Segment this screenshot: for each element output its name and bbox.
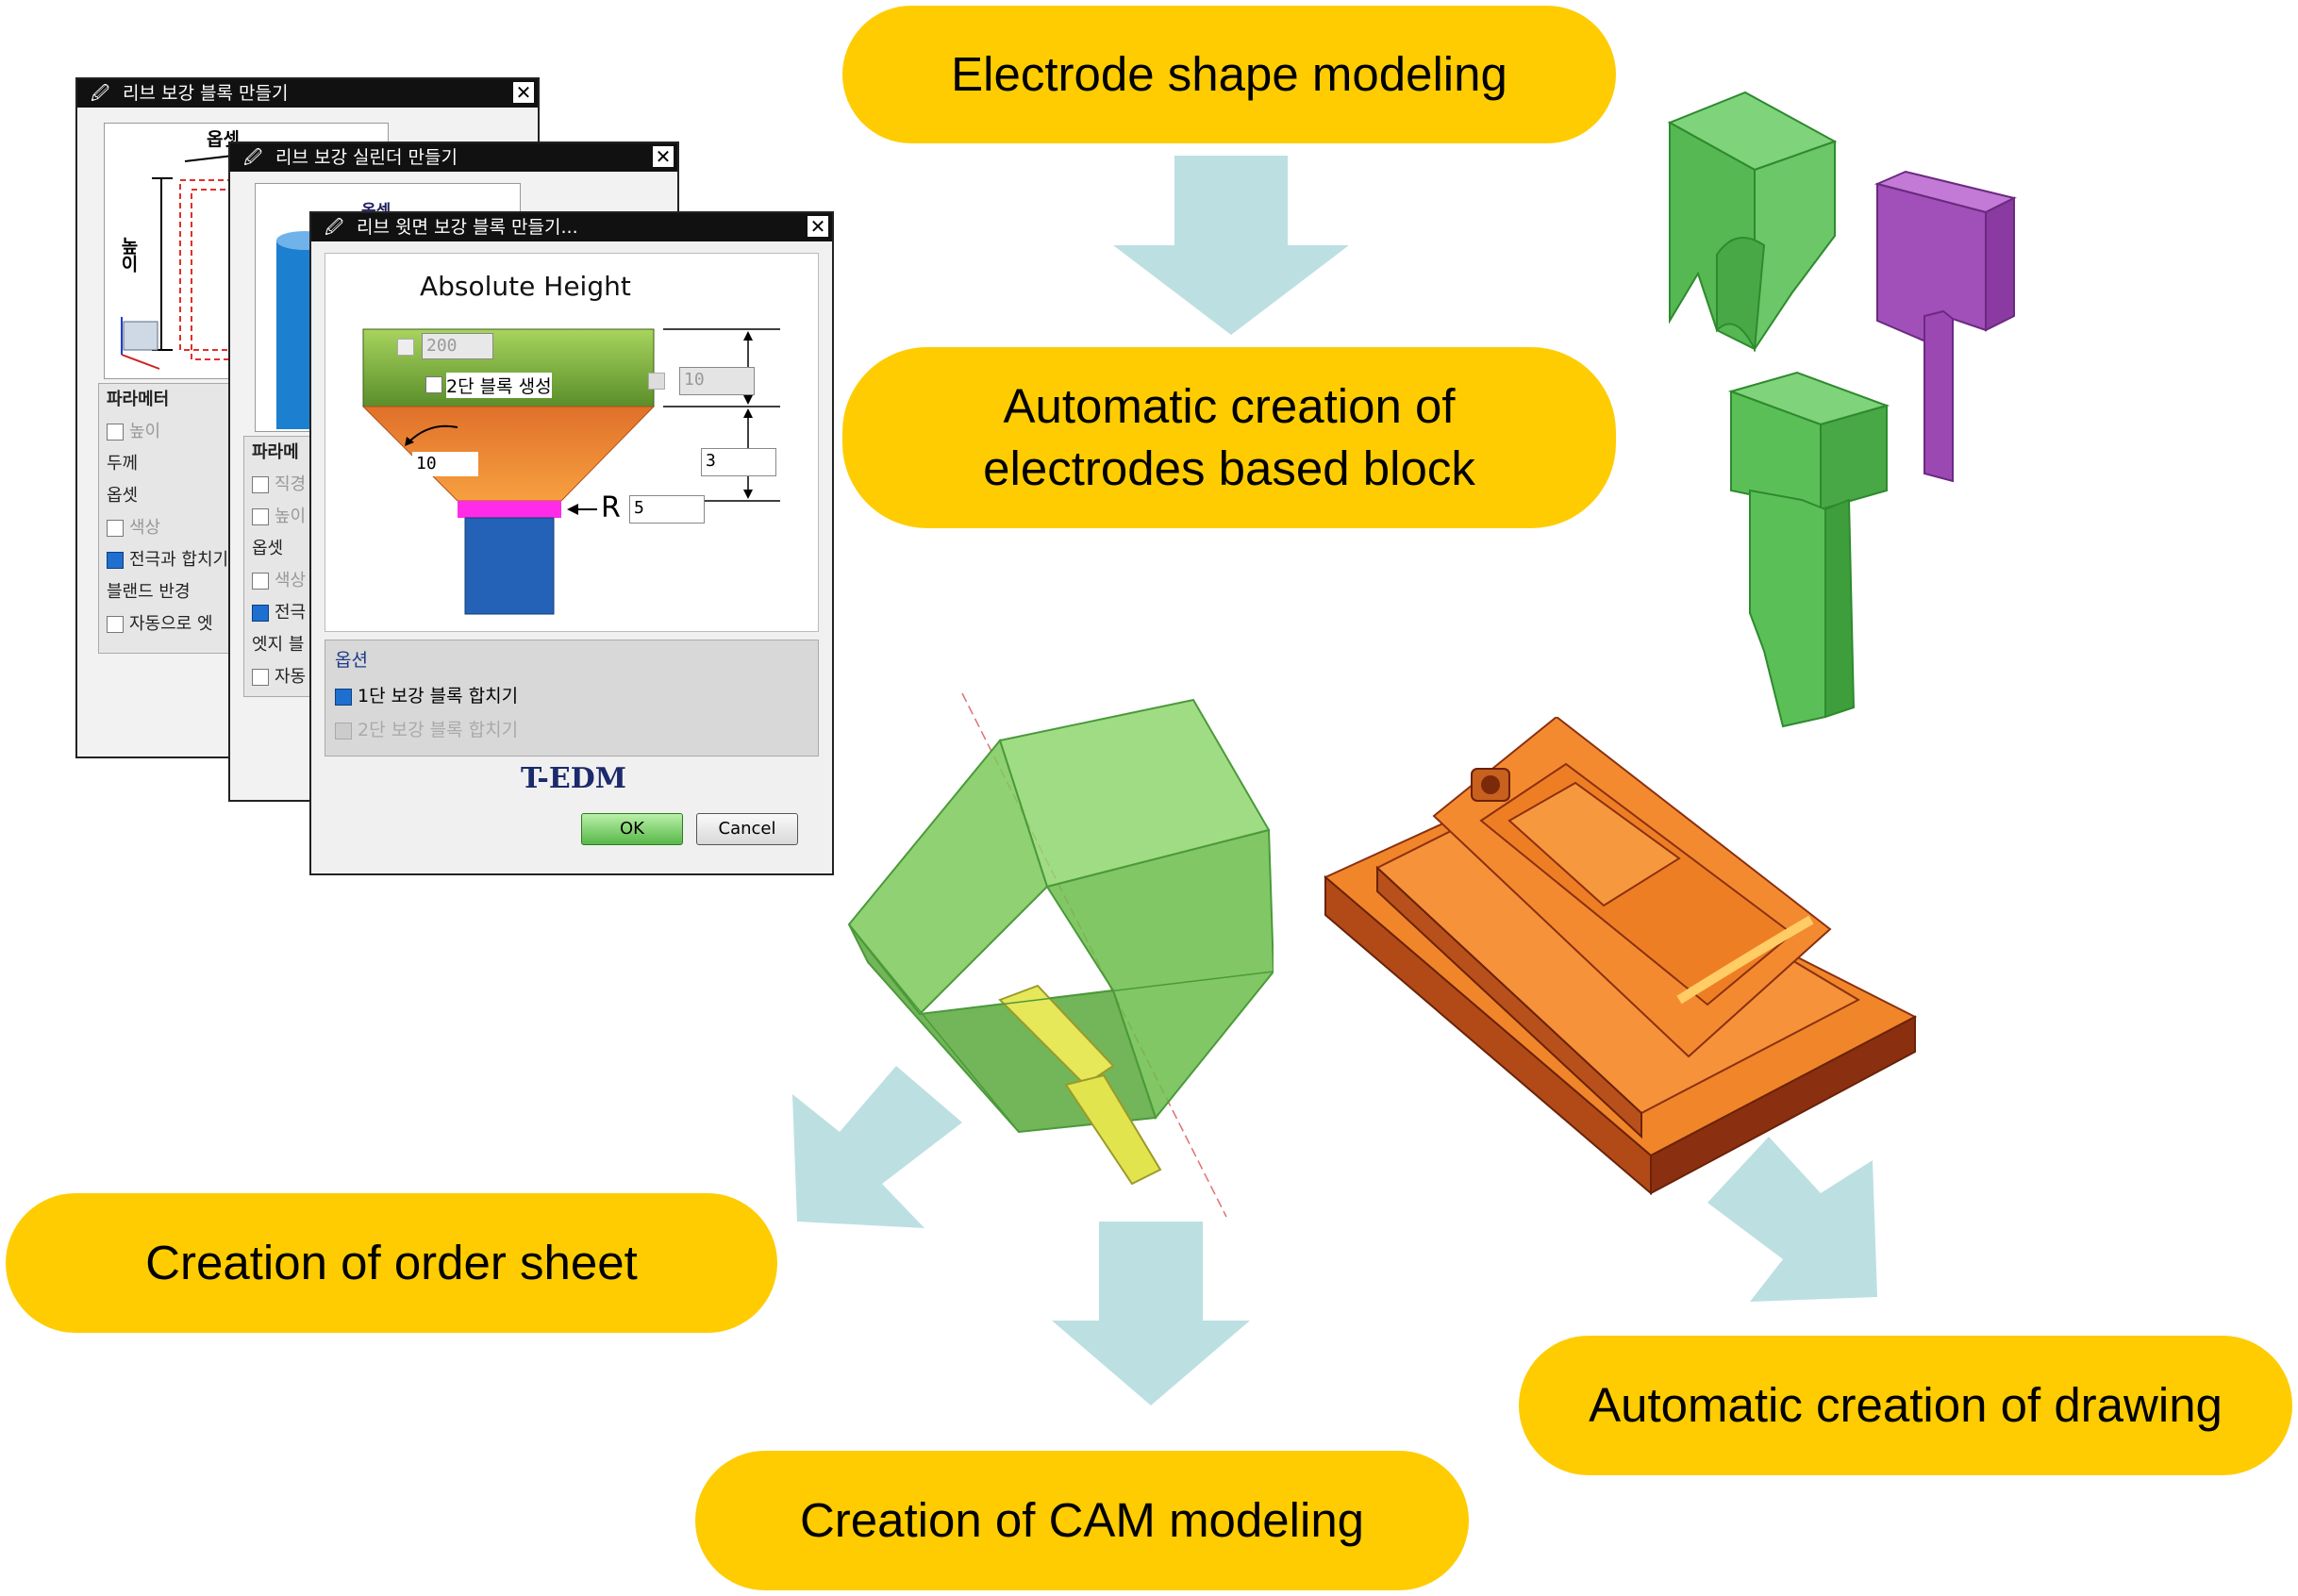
param-row-label: 블랜드 반경 (107, 582, 191, 602)
cancel-button[interactable]: Cancel (696, 813, 798, 845)
step-automatic-drawing-label: Automatic creation of drawing (1589, 1378, 2223, 1432)
param-row[interactable]: 직경 (244, 469, 518, 501)
param-row-label: 높이 (275, 507, 307, 526)
checkbox[interactable] (107, 520, 124, 537)
step-cam-modeling: Creation of CAM modeling (695, 1451, 1469, 1590)
t-edm-logo: T-EDM (521, 762, 626, 795)
param-header: 파라메터 (107, 390, 170, 409)
upper-height-checkbox[interactable] (648, 373, 665, 390)
checkbox[interactable] (335, 688, 352, 706)
param-row-label: 색상 (129, 518, 161, 538)
param-row: 블랜드 반경 (99, 576, 382, 608)
checkbox[interactable] (252, 508, 269, 525)
param-row[interactable]: 자동 (244, 661, 518, 693)
dialog-rib-top-block-preview: Absolute Height (325, 253, 819, 632)
radius-field[interactable]: 5 (629, 495, 705, 524)
param-header: 파라메 (252, 442, 299, 462)
upper-height-field[interactable]: 10 (679, 367, 755, 395)
arrow-down-right-icon (1707, 1137, 1877, 1302)
param-row-label: 직경 (275, 474, 307, 494)
rib-block-sketch (121, 151, 266, 370)
dialog-rib-top-block-options: 옵션 1단 보강 블록 합치기 2단 보강 블록 합치기 (325, 640, 819, 756)
close-icon[interactable]: ✕ (808, 216, 828, 237)
option-merge-stage1[interactable]: 1단 보강 블록 합치기 (335, 682, 518, 707)
checkbox[interactable] (252, 605, 269, 622)
step-electrode-shape-modeling-label: Electrode shape modeling (951, 47, 1507, 101)
param-row-label: 전극과 합치기 (129, 550, 229, 570)
checkbox[interactable] (107, 552, 124, 569)
param-row-label: 옵셋 (252, 539, 284, 558)
dialog-rib-cylinder-titlebar: 🖉 리브 보강 실린더 만들기 ✕ (230, 143, 677, 172)
step-automatic-drawing: Automatic creation of drawing (1519, 1336, 2292, 1475)
param-row: 옵셋 (244, 533, 518, 565)
step-electrode-shape-modeling: Electrode shape modeling (842, 6, 1616, 143)
checkbox[interactable] (252, 476, 269, 493)
radius-label: R (601, 491, 621, 524)
param-row-label: 자동으로 엣 (129, 614, 213, 634)
param-row[interactable]: 높이 (99, 416, 382, 448)
param-row[interactable]: 색상 (244, 565, 518, 597)
electrode-models-image (1667, 91, 2017, 728)
dialog-rib-top-block: 🖉 리브 윗면 보강 블록 만들기... ✕ Absolute Height (309, 211, 834, 875)
checkbox[interactable] (252, 573, 269, 590)
arrow-down-left-icon (792, 1066, 962, 1228)
dialog-rib-block-title: 리브 보강 블록 만들기 (123, 83, 289, 104)
param-row-label: 자동 (275, 667, 307, 687)
checkbox[interactable] (107, 616, 124, 633)
height-label: 높이 (118, 237, 139, 273)
cam-electrode-image (847, 692, 1274, 1218)
step-automatic-electrode-block-line1: Automatic creation of (1003, 379, 1456, 433)
param-row[interactable]: 전극과 합치기 (99, 544, 382, 576)
dialog-rib-block-titlebar: 🖉 리브 보강 블록 만들기 ✕ (77, 79, 538, 108)
option-merge-stage1-label: 1단 보강 블록 합치기 (358, 686, 519, 707)
two-stage-label: 2단 블록 생성 (446, 373, 552, 398)
param-row-label: 엣지 블 (252, 635, 305, 655)
param-row: 두께 (99, 448, 382, 480)
height-200-field[interactable]: 200 (422, 333, 493, 359)
arrow-down-icon (1113, 156, 1349, 335)
step-automatic-electrode-block-line2: electrodes based block (983, 441, 1475, 495)
param-row-label: 두께 (107, 454, 139, 474)
param-row-label: 옵셋 (107, 486, 139, 506)
dialog-rib-top-block-title: 리브 윗면 보강 블록 만들기... (357, 217, 578, 238)
arrow-down-icon (1052, 1222, 1250, 1405)
angle-field[interactable]: 10 (412, 452, 478, 476)
step-order-sheet: Creation of order sheet (6, 1193, 777, 1333)
rib-top-block-sketch (361, 328, 780, 615)
dialog-rib-cylinder-title: 리브 보강 실린더 만들기 (275, 147, 458, 168)
param-row-label: 높이 (129, 422, 161, 441)
ok-button[interactable]: OK (581, 813, 683, 845)
step-cam-modeling-label: Creation of CAM modeling (799, 1493, 1365, 1547)
taper-height-field[interactable]: 3 (701, 448, 776, 476)
param-row-label: 전극 (275, 603, 307, 623)
pin-icon: 🖉 (325, 217, 344, 238)
mold-cavity-image (1324, 717, 1918, 1196)
checkbox[interactable] (107, 424, 124, 441)
two-stage-checkbox[interactable] (425, 376, 442, 393)
pin-icon: 🖉 (91, 83, 110, 104)
param-row: 옵셋 (99, 480, 382, 512)
step-order-sheet-label: Creation of order sheet (145, 1236, 638, 1289)
option-merge-stage2[interactable]: 2단 보강 블록 합치기 (335, 716, 518, 741)
close-icon[interactable]: ✕ (653, 146, 674, 167)
options-header: 옵션 (335, 650, 368, 671)
param-row[interactable]: 색상 (99, 512, 382, 544)
checkbox[interactable] (252, 669, 269, 686)
absolute-height-checkbox[interactable] (397, 339, 414, 356)
option-merge-stage2-label: 2단 보강 블록 합치기 (358, 720, 519, 740)
step-automatic-electrode-block: Automatic creation of electrodes based b… (842, 347, 1616, 528)
dialog-rib-top-block-titlebar: 🖉 리브 윗면 보강 블록 만들기... ✕ (311, 213, 832, 241)
param-row[interactable]: 자동으로 엣 (99, 608, 382, 640)
param-row[interactable]: 전극 (244, 597, 518, 629)
param-row[interactable]: 높이 (244, 501, 518, 533)
checkbox[interactable] (335, 722, 352, 740)
param-row: 엣지 블 (244, 629, 518, 661)
pin-icon: 🖉 (243, 147, 263, 168)
param-row-label: 색상 (275, 571, 307, 590)
absolute-height-heading: Absolute Height (420, 271, 631, 302)
close-icon[interactable]: ✕ (513, 82, 534, 103)
